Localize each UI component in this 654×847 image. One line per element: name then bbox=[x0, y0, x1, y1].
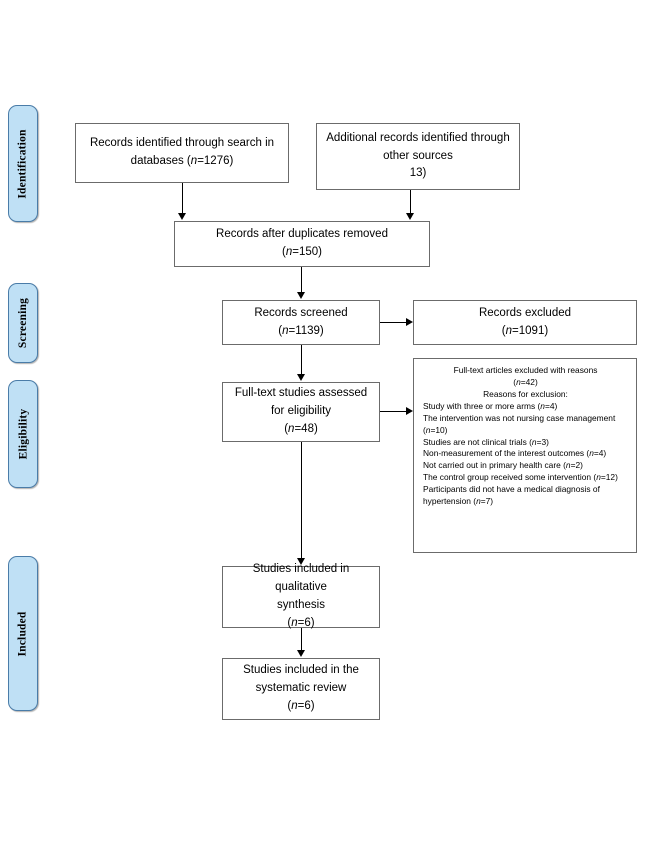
box-records-excluded: Records excluded (n=1091) bbox=[413, 300, 637, 345]
exclusion-reason-item: The intervention was not nursing case ma… bbox=[423, 412, 616, 435]
qualitative-synthesis-line3: (n=6) bbox=[287, 616, 315, 629]
systematic-review-line3: (n=6) bbox=[287, 699, 315, 712]
exclusion-reason-item: Non-measurement of the interest outcomes… bbox=[423, 448, 607, 459]
records-screened-line2: (n=1139) bbox=[278, 324, 324, 337]
stage-label-identification-text: Identification bbox=[17, 128, 29, 199]
arrowhead-screened-to-excluded bbox=[406, 318, 413, 326]
box-records-identified-databases: Records identified through search in dat… bbox=[75, 123, 289, 183]
exclusion-reason-item: Not carried out in primary health care (… bbox=[423, 460, 583, 471]
box-records-screened: Records screened (n=1139) bbox=[222, 300, 380, 345]
connector-fulltext-to-reasons bbox=[380, 411, 407, 412]
arrowhead-duplicates-to-screened bbox=[297, 292, 305, 299]
exclusion-reason-item: The control group received some interven… bbox=[423, 472, 618, 483]
qualitative-synthesis-line2: synthesis bbox=[277, 599, 325, 611]
systematic-review-line1: Studies included in the bbox=[243, 664, 359, 677]
box-additional-records-other-sources: Additional records identified through ot… bbox=[316, 123, 520, 190]
additional-records-line3: 13) bbox=[409, 167, 427, 180]
duplicates-removed-line2: (n=150) bbox=[282, 246, 322, 258]
fulltext-assessed-line2: for eligibility bbox=[270, 405, 332, 418]
arrowhead-qualitative-to-systematic bbox=[297, 650, 305, 657]
exclusion-reason-item: Study with three or more arms (n=4) bbox=[423, 400, 558, 411]
fulltext-excluded-count: (n=42) bbox=[513, 376, 538, 387]
box-records-after-duplicates-removed: Records after duplicates removed (n=150) bbox=[174, 221, 430, 267]
stage-label-identification: Identification bbox=[8, 105, 38, 222]
records-screened-line1: Records screened bbox=[254, 306, 348, 319]
duplicates-removed-line1: Records after duplicates removed bbox=[216, 228, 388, 241]
arrowhead-fulltext-to-qualitative bbox=[297, 558, 305, 565]
stage-label-eligibility-text: Eligibility bbox=[17, 408, 29, 460]
fulltext-assessed-line1: Full-text studies assessed bbox=[234, 387, 368, 400]
systematic-review-line2: systematic review bbox=[255, 682, 347, 695]
box-fulltext-studies-assessed: Full-text studies assessed for eligibili… bbox=[222, 382, 380, 442]
stage-label-included: Included bbox=[8, 556, 38, 711]
stage-label-screening-text: Screening bbox=[17, 297, 29, 349]
stage-label-screening: Screening bbox=[8, 283, 38, 363]
box-studies-included-systematic-review: Studies included in the systematic revie… bbox=[222, 658, 380, 720]
exclusion-reason-item: Participants did not have a medical diag… bbox=[423, 484, 600, 495]
connector-screened-to-fulltext bbox=[301, 345, 302, 377]
connector-duplicates-to-screened bbox=[301, 267, 302, 294]
arrowhead-screened-to-fulltext bbox=[297, 374, 305, 381]
stage-label-included-text: Included bbox=[17, 610, 29, 657]
qualitative-synthesis-line1: Studies included in qualitative bbox=[252, 563, 350, 594]
fulltext-excluded-subheader: Reasons for exclusion: bbox=[483, 388, 568, 399]
additional-records-line1: Additional records identified through bbox=[326, 131, 510, 144]
arrowhead-databases-to-duplicates bbox=[178, 213, 186, 220]
fulltext-excluded-header: Full-text articles excluded with reasons bbox=[453, 365, 598, 375]
additional-records-line2: other sources bbox=[383, 149, 453, 162]
exclusion-reason-item: hypertension (n=7) bbox=[423, 496, 494, 507]
connector-other-sources-to-duplicates bbox=[410, 190, 411, 215]
arrowhead-other-sources-to-duplicates bbox=[406, 213, 414, 220]
records-identified-databases-line1: Records identified through search in bbox=[89, 137, 275, 150]
connector-databases-to-duplicates bbox=[182, 183, 183, 215]
exclusion-reason-item: Studies are not clinical trials (n=3) bbox=[423, 436, 549, 447]
connector-qualitative-to-systematic bbox=[301, 628, 302, 653]
records-identified-databases-line2: databases (n=1276) bbox=[130, 155, 234, 167]
connector-fulltext-to-qualitative bbox=[301, 442, 302, 561]
connector-screened-to-excluded bbox=[380, 322, 407, 323]
records-excluded-line1: Records excluded bbox=[478, 306, 572, 319]
stage-label-eligibility: Eligibility bbox=[8, 380, 38, 488]
arrowhead-fulltext-to-reasons bbox=[406, 407, 413, 415]
box-fulltext-articles-excluded-with-reasons: Full-text articles excluded with reasons… bbox=[413, 358, 637, 553]
box-studies-included-qualitative-synthesis: Studies included in qualitative synthesi… bbox=[222, 563, 380, 629]
records-excluded-line2: (n=1091) bbox=[501, 324, 549, 337]
fulltext-assessed-line3: (n=48) bbox=[284, 422, 318, 435]
